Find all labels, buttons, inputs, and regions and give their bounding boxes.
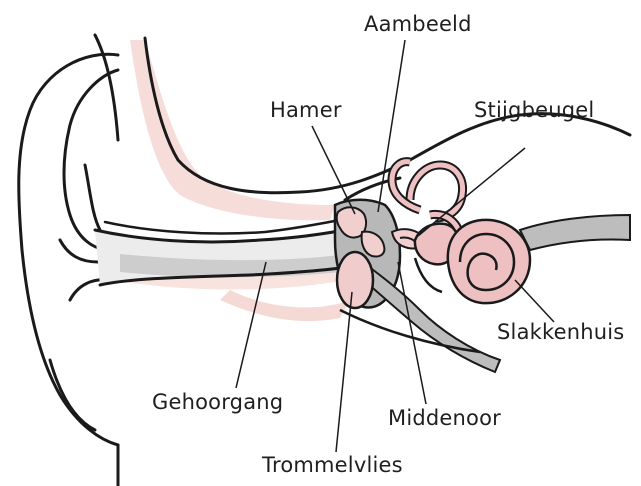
- label-slakkenhuis: Slakkenhuis: [497, 322, 624, 343]
- label-trommelvlies: Trommelvlies: [262, 455, 403, 476]
- label-middenoor: Middenoor: [388, 408, 501, 429]
- leader-middenoor: [398, 262, 426, 404]
- label-aambeeld: Aambeeld: [364, 14, 472, 35]
- leader-slakkenhuis: [515, 280, 554, 322]
- leader-hamer: [312, 126, 355, 214]
- label-gehoorgang: Gehoorgang: [152, 392, 283, 413]
- label-hamer: Hamer: [270, 100, 342, 121]
- label-stijgbeugel: Stijgbeugel: [474, 100, 594, 121]
- eardrum: [337, 252, 373, 308]
- auditory-nerve: [520, 215, 630, 250]
